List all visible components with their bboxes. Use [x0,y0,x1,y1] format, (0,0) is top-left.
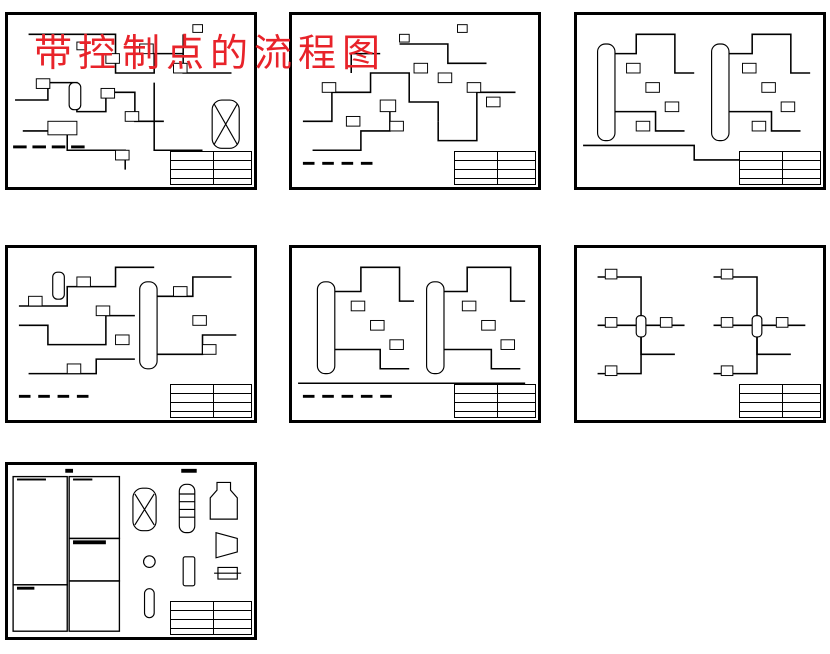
flow-sheet-1[interactable] [5,12,257,190]
flow-sheet-4[interactable] [5,245,257,423]
flow-sheet-6[interactable] [574,245,826,423]
flow-sheet-4-drawing [18,266,237,398]
flow-sheet-4-title-block [170,384,252,421]
legend-sheet[interactable] [5,462,257,640]
flow-sheet-5-title-block [454,384,536,421]
flow-sheet-3-drawing [583,33,811,161]
legend-sheet-title-block [170,601,252,638]
flow-sheet-5-drawing [298,266,526,398]
legend-sheet-drawing [12,468,242,632]
flow-sheet-2-drawing [302,24,516,165]
flow-sheet-2[interactable] [289,12,541,190]
flow-sheet-3-title-block [739,151,821,188]
flow-sheet-6-drawing [597,268,806,377]
flow-sheet-3[interactable] [574,12,826,190]
flow-sheet-6-title-block [739,384,821,421]
flow-sheet-5[interactable] [289,245,541,423]
flow-sheet-1-title-block [170,151,252,188]
flow-sheet-1-drawing [13,24,240,170]
flow-sheet-2-title-block [454,151,536,188]
